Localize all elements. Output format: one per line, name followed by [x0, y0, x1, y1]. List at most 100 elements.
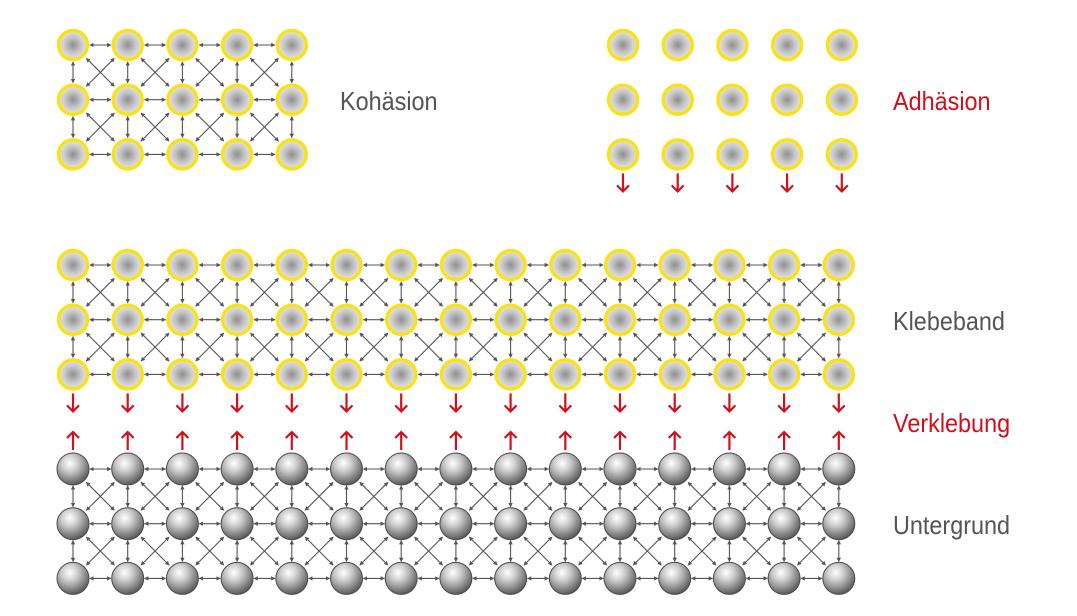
adhesion-arrowhead — [394, 404, 408, 413]
bond-line — [468, 481, 498, 511]
tape-particle — [384, 303, 418, 336]
bond-line — [523, 277, 553, 307]
bond-line — [797, 536, 826, 566]
adhesion-arrowhead — [285, 404, 299, 413]
tape-particle — [111, 358, 144, 391]
tape-particle — [658, 303, 691, 336]
particles — [56, 248, 856, 391]
tape-particle — [658, 248, 691, 282]
bond-line — [195, 57, 225, 87]
tape-particle — [275, 28, 309, 62]
adhesion-arrowhead — [339, 404, 354, 413]
bond-line — [742, 332, 772, 362]
label-cohesion: Kohäsion — [340, 86, 438, 116]
tape-particle — [220, 138, 254, 171]
tape-particle — [825, 138, 859, 171]
bond-line — [797, 332, 826, 362]
tape-particle — [549, 248, 582, 282]
substrate-particle — [165, 452, 199, 486]
tape-particle — [56, 303, 90, 336]
particles — [606, 28, 859, 171]
substrate-particle — [56, 452, 90, 486]
adhesion-arrowhead — [66, 430, 80, 439]
bond-line — [687, 332, 717, 362]
tape-particle — [56, 83, 90, 116]
bond-line — [195, 332, 225, 362]
bond-line — [414, 277, 443, 307]
bond-line — [140, 112, 170, 142]
tape-particle — [275, 248, 309, 282]
tape-particle — [822, 248, 856, 282]
bond-line — [578, 536, 608, 566]
tape-particle — [439, 358, 473, 391]
substrate-particle — [56, 507, 90, 541]
substrate-particle — [712, 561, 746, 595]
bond-line — [687, 277, 717, 307]
adhesion-arrowhead — [175, 404, 190, 413]
bond-line — [414, 536, 443, 566]
adhesion-arrowhead — [722, 404, 737, 413]
adhesion-arrowhead — [722, 430, 737, 439]
bond-line — [359, 332, 389, 362]
adhesion-arrowhead — [230, 430, 244, 439]
substrate-particle — [439, 561, 473, 595]
tape-particle — [166, 248, 199, 282]
bond-line — [632, 332, 662, 362]
bond-line — [140, 57, 170, 87]
tape-particle — [275, 138, 309, 171]
adhesion-arrowhead — [777, 430, 791, 439]
tape-particle — [166, 28, 199, 62]
bond-line — [414, 332, 443, 362]
bond-line — [250, 57, 279, 87]
adhesion-arrowhead — [449, 404, 463, 413]
substrate-particle — [165, 561, 199, 595]
substrate-particle — [165, 507, 199, 541]
tape-layer — [56, 248, 856, 413]
bond-line — [85, 112, 115, 142]
substrate-particle — [603, 561, 637, 595]
adhesion-arrowhead — [503, 404, 518, 413]
tape-particle — [220, 248, 254, 282]
bond-line — [195, 481, 225, 511]
tape-particle — [716, 28, 749, 62]
tape-particle — [330, 248, 363, 282]
substrate-particle — [548, 507, 582, 541]
adhesion-arrowhead — [558, 404, 573, 413]
substrate-particle — [658, 452, 692, 486]
bond-line — [578, 277, 608, 307]
bond-line — [797, 277, 826, 307]
bond-line — [468, 536, 498, 566]
tape-particle — [658, 358, 691, 391]
tape-particle — [330, 358, 363, 391]
bond-line — [140, 332, 170, 362]
substrate-particle — [712, 452, 746, 486]
tape-particle — [494, 358, 527, 391]
tape-particle — [220, 303, 254, 336]
bond-line — [797, 481, 826, 511]
particles — [56, 28, 309, 171]
bond-line — [85, 536, 115, 566]
substrate-particle — [603, 507, 637, 541]
bond-line — [359, 277, 389, 307]
tape-particle — [549, 358, 582, 391]
tape-particle — [770, 138, 804, 171]
tape-particle — [111, 83, 144, 116]
tape-particle — [220, 28, 254, 62]
bond-line — [250, 536, 279, 566]
bond-line — [742, 536, 772, 566]
substrate-particle — [220, 561, 254, 595]
substrate-particle — [494, 561, 528, 595]
tape-particle — [767, 358, 801, 391]
substrate-particle — [439, 507, 473, 541]
bond-line — [85, 332, 115, 362]
bond-line — [250, 112, 279, 142]
bond-line — [250, 481, 279, 511]
tape-particle — [56, 28, 90, 62]
tape-particle — [661, 28, 694, 62]
adhesion-arrowhead — [120, 430, 135, 439]
adhesion-arrowhead — [667, 404, 682, 413]
substrate-particle — [822, 561, 856, 595]
bond-line — [687, 481, 717, 511]
substrate-particle — [111, 507, 145, 541]
tape-particle — [494, 248, 527, 282]
